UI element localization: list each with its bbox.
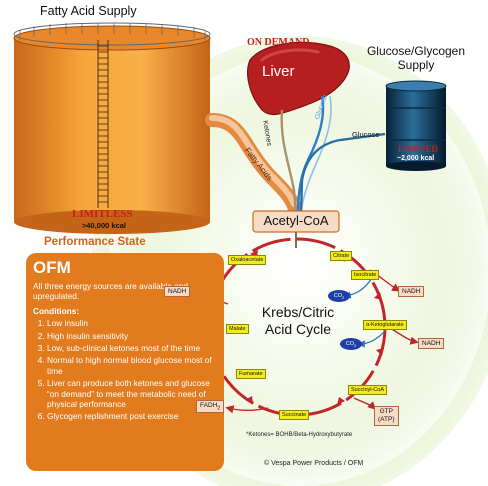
glucose-glycogen-title-line2: Supply (397, 58, 435, 72)
fatty-acid-tank (13, 22, 211, 234)
fumarate-label: Fumarate (236, 369, 266, 379)
liver-shape (247, 41, 350, 116)
nadh-left-box: NADH (164, 286, 191, 297)
condition-item: Normal to high normal blood glucose most… (47, 355, 218, 376)
atp-text: (ATP) (378, 416, 395, 423)
limitless-label: LIMITLESS (72, 208, 133, 220)
copyright-notice: © Vespa Power Products / OFM (264, 460, 364, 467)
fadh2-text: FADH (200, 402, 218, 409)
glucose-glycogen-title-line1: Glucose/Glycogen (366, 44, 466, 58)
fatty-acid-pipe-highlight (209, 115, 297, 207)
gtp-text: GTP (379, 408, 393, 415)
conditions-heading: Conditions: (33, 305, 80, 316)
condition-item: Low insulin (47, 318, 218, 328)
co2-bubble-1: CO2 (328, 290, 350, 302)
tank-ladder-rungs (98, 45, 108, 203)
nadh-right-box-2: NADH (418, 338, 445, 349)
ofm-panel-content: OFM All three energy sources are availab… (33, 259, 218, 424)
tank-capacity: >40,000 kcal (82, 221, 127, 230)
liver-shine (260, 48, 320, 62)
ofm-title: OFM (33, 258, 71, 277)
gtp-box: GTP (ATP) (374, 406, 399, 426)
succinate-label: Succinate (279, 410, 310, 420)
barrel-glucose-label: Glucose (352, 130, 380, 139)
oxaloacetate-label: Oxaloacetate (228, 255, 267, 265)
liver-glucose-line-2 (300, 95, 332, 215)
glucose-barrel (385, 80, 447, 171)
performance-state-heading: Performance State (44, 236, 146, 248)
ketones-footnote: *Ketones= BOHB/Beta-Hydroxybutyrate (246, 432, 353, 438)
condition-item: High insulin sensitivity (47, 331, 218, 341)
limited-label: LIMITED (398, 144, 439, 154)
krebs-title-line2: Acid Cycle (264, 321, 332, 337)
co2-bubble-2: CO2 (340, 338, 362, 350)
ketones-line (280, 109, 298, 215)
condition-item: Glycogen replishment post exercise (47, 411, 218, 421)
co2-1-subscript: 2 (342, 295, 345, 301)
ofm-panel: OFM All three energy sources are availab… (26, 253, 224, 471)
barrel-glucose-line (299, 132, 386, 215)
conditions-list: Low insulin High insulin sensitivity Low… (33, 318, 218, 422)
ofm-intro: All three energy sources are available a… (33, 281, 188, 302)
glucose-glycogen-title: Glucose/Glycogen Supply (360, 44, 472, 72)
co2-2-subscript: 2 (354, 343, 357, 349)
succinyl-coa-label: Succinyl-CoA (348, 385, 388, 395)
co2-1-text: CO (333, 293, 342, 299)
citrate-label: Citrate (330, 251, 353, 261)
nadh-right-box-1: NADH (398, 286, 425, 297)
fadh2-box: FADH2 (196, 400, 225, 414)
condition-item: Low, sub-clinical ketones most of the ti… (47, 343, 218, 353)
fatty-acid-supply-title: Fatty Acid Supply (40, 4, 137, 18)
liver-label: Liver (262, 63, 295, 80)
ketoglutarate-label: α-Ketoglutarate (363, 320, 407, 330)
fadh2-subscript: 2 (217, 405, 221, 412)
malate-label: Malate (226, 324, 249, 334)
on-demand-label: ON DEMAND (247, 37, 310, 48)
krebs-title-line1: Krebs/Citric (261, 304, 335, 320)
barrel-capacity: ~2,000 kcal (397, 155, 435, 162)
condition-item: Liver can produce both ketones and gluco… (47, 378, 218, 409)
co2-2-text: CO (345, 341, 354, 347)
acetyl-coa-label: Acetyl-CoA (263, 213, 329, 228)
krebs-cycle-title: Krebs/Citric Acid Cycle (246, 304, 350, 338)
isocitrate-label: Isocitrate (351, 270, 380, 280)
